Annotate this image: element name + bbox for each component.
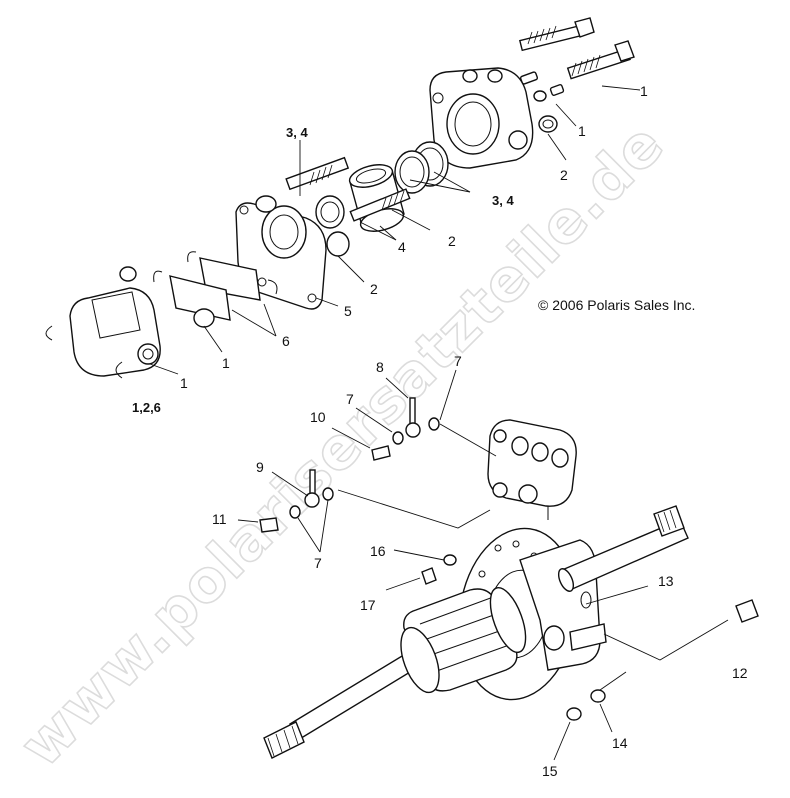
retaining-clip-left (45, 325, 53, 341)
caliper-outer-half (429, 67, 534, 169)
callout-1-top: 1 (640, 83, 648, 99)
washer-16 (443, 554, 457, 566)
callout-2-right: 2 (560, 167, 568, 183)
callout-1-2-6: 1,2,6 (132, 400, 161, 415)
banjo-fitting-lower (259, 469, 334, 533)
callout-17: 17 (360, 597, 376, 613)
copyright-text: © 2006 Polaris Sales Inc. (538, 297, 695, 313)
caliper-upper-group (45, 17, 641, 379)
callout-2-piston: 2 (448, 233, 456, 249)
guide-pin-threaded (349, 188, 411, 222)
piston-seals (394, 141, 449, 194)
rear-caliper-unit (487, 419, 577, 520)
callout-16: 16 (370, 543, 386, 559)
bolt-17 (421, 567, 437, 585)
callout-7-top: 7 (454, 353, 462, 369)
bolt-long-mid (566, 40, 635, 80)
bolt-12 (735, 599, 759, 623)
callout-1-pin: 1 (222, 355, 230, 371)
callout-2-low: 2 (370, 281, 378, 297)
axle-assembly (237, 369, 759, 761)
callout-3-4-top: 3, 4 (286, 125, 308, 140)
small-rings (315, 195, 350, 257)
callout-7-bottom: 7 (314, 555, 322, 571)
axle-shaft-right (557, 505, 689, 592)
caliper-bracket (235, 195, 327, 310)
callout-3-4-right: 3, 4 (492, 193, 514, 208)
callout-10: 10 (310, 409, 326, 425)
bushing (193, 308, 215, 328)
callout-6: 6 (282, 333, 290, 349)
guide-pin-top (285, 156, 350, 191)
callout-8: 8 (376, 359, 384, 375)
washer-14 (590, 689, 606, 703)
callout-12: 12 (732, 665, 748, 681)
callout-11: 11 (212, 511, 227, 527)
banjo-fitting-upper (371, 397, 440, 461)
callout-7-left: 7 (346, 391, 354, 407)
callout-1-mid: 1 (578, 123, 586, 139)
callout-13: 13 (658, 573, 674, 589)
callout-9: 9 (256, 459, 264, 475)
brake-pads (153, 251, 278, 321)
callout-4: 4 (398, 239, 406, 255)
callout-5: 5 (344, 303, 352, 319)
nut-15 (566, 707, 582, 721)
caliper-inner-half (69, 266, 161, 377)
axle-shaft-left (263, 626, 440, 759)
callout-15: 15 (542, 763, 558, 779)
retaining-clip-lower (115, 361, 123, 379)
callout-1-body: 1 (180, 375, 188, 391)
callout-14: 14 (612, 735, 628, 751)
bolt-long-top (518, 17, 595, 52)
